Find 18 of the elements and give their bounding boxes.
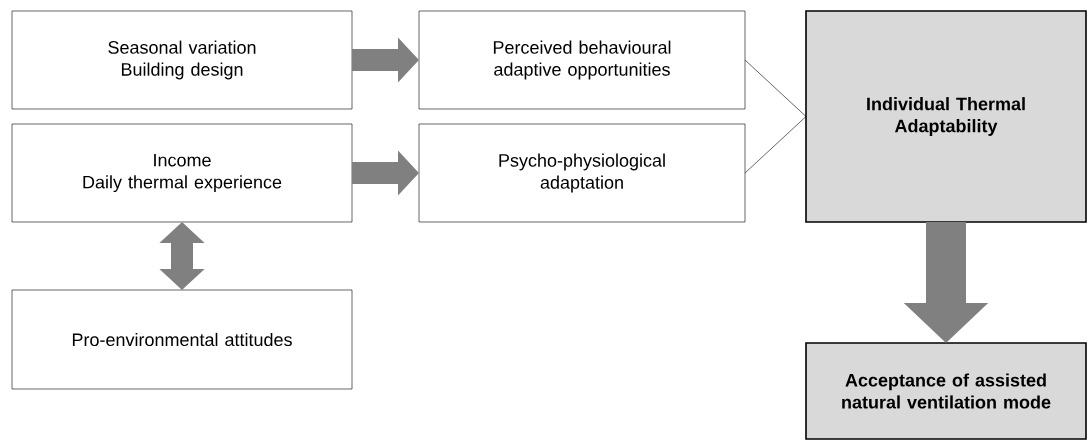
factor-box [418, 123, 746, 223]
connector-line [744, 116, 807, 174]
node-label: Individual Thermal Adaptability [867, 97, 1025, 136]
factor-box [11, 289, 353, 390]
node-label: Pro-environmental attitudes [72, 332, 292, 347]
node-label: Psycho-physiological adaptation [499, 153, 665, 193]
node-label: Seasonal variation [108, 40, 256, 54]
factor-box [418, 10, 746, 110]
outcome-box [805, 10, 1087, 223]
node-label: Income [154, 153, 211, 167]
node-label: Acceptance of assisted natural ventilation mode [842, 373, 1051, 409]
factor-box [11, 123, 353, 223]
node-label: Daily thermal experience [83, 175, 282, 193]
node-label: Perceived behavioural adaptive opportunities [493, 40, 671, 80]
outcome-box [805, 342, 1087, 440]
factor-box [11, 10, 353, 110]
connector-line [744, 59, 807, 117]
node-label: Building design [121, 62, 243, 80]
